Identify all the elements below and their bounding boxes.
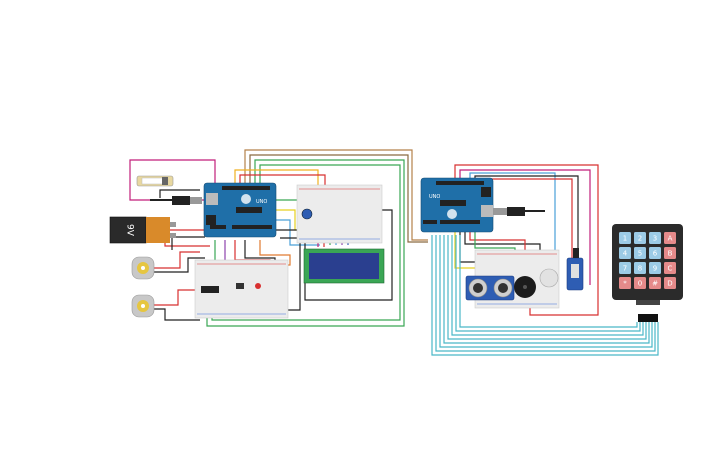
potentiometer[interactable] (301, 208, 313, 220)
keypad-key[interactable] (649, 262, 661, 274)
keypad-key-label: D (667, 280, 672, 288)
slide-switch[interactable] (136, 175, 174, 187)
motor-driver-ic (201, 286, 219, 293)
arduino-right-model: UNO (429, 194, 440, 200)
keypad-key[interactable] (634, 262, 646, 274)
battery-9v[interactable]: 9V (109, 216, 176, 244)
keypad-key[interactable] (634, 247, 646, 259)
keypad-key-label: 6 (653, 250, 658, 258)
sound-sensor (539, 268, 559, 288)
keypad-key[interactable] (634, 232, 646, 244)
ultrasonic-sensor[interactable] (465, 275, 515, 301)
keypad-key-label: B (668, 250, 673, 258)
keypad-key-label: 4 (623, 250, 628, 258)
power-plug (150, 196, 202, 205)
transistor (236, 283, 244, 289)
keypad-key[interactable] (649, 232, 661, 244)
keypad-key[interactable] (664, 232, 676, 244)
arduino-uno-right[interactable]: UNO (420, 177, 494, 233)
keypad-key-label: 0 (638, 280, 642, 288)
keypad-key-label: * (623, 280, 627, 288)
keypad-key-label: 2 (638, 235, 642, 243)
keypad-connector (638, 314, 658, 322)
keypad-key-label: # (652, 280, 658, 288)
lcd-display (303, 248, 385, 284)
keypad-key[interactable] (664, 247, 676, 259)
keypad-key[interactable] (649, 247, 661, 259)
keypad-key-label: 7 (623, 265, 627, 273)
keypad-4x4[interactable]: 1 2 3 A 4 5 6 B 7 8 9 C * 0 # D (612, 224, 683, 322)
led-red (255, 283, 261, 289)
keypad-key-label: 5 (638, 250, 642, 258)
keypad-key[interactable] (664, 277, 676, 289)
dc-motor-1[interactable] (131, 256, 155, 280)
piezo-buzzer[interactable] (514, 276, 536, 298)
breadboard-lcd (296, 184, 383, 244)
keypad-key-label: 9 (653, 265, 657, 273)
keypad-key-label: 3 (653, 235, 657, 243)
keypad-key[interactable] (619, 277, 631, 289)
keypad-key-label: 1 (623, 235, 627, 243)
arduino-left-model: UNO (256, 199, 267, 205)
keypad-key-label: A (668, 235, 673, 243)
keypad-key-label: 8 (638, 265, 642, 273)
keypad-key[interactable] (634, 277, 646, 289)
arduino-uno-left[interactable]: UNO (203, 182, 277, 238)
keypad-key[interactable] (664, 262, 676, 274)
keypad-key[interactable] (649, 277, 661, 289)
dc-motor-2[interactable] (131, 294, 155, 318)
servo-motor[interactable] (566, 248, 584, 291)
keypad-key[interactable] (619, 262, 631, 274)
keypad-key[interactable] (619, 247, 631, 259)
keypad-key[interactable] (619, 232, 631, 244)
keypad-key-label: C (668, 265, 673, 273)
battery-label: 9V (125, 224, 135, 237)
power-plug-right (493, 207, 545, 216)
breadboard-motor (194, 259, 289, 319)
